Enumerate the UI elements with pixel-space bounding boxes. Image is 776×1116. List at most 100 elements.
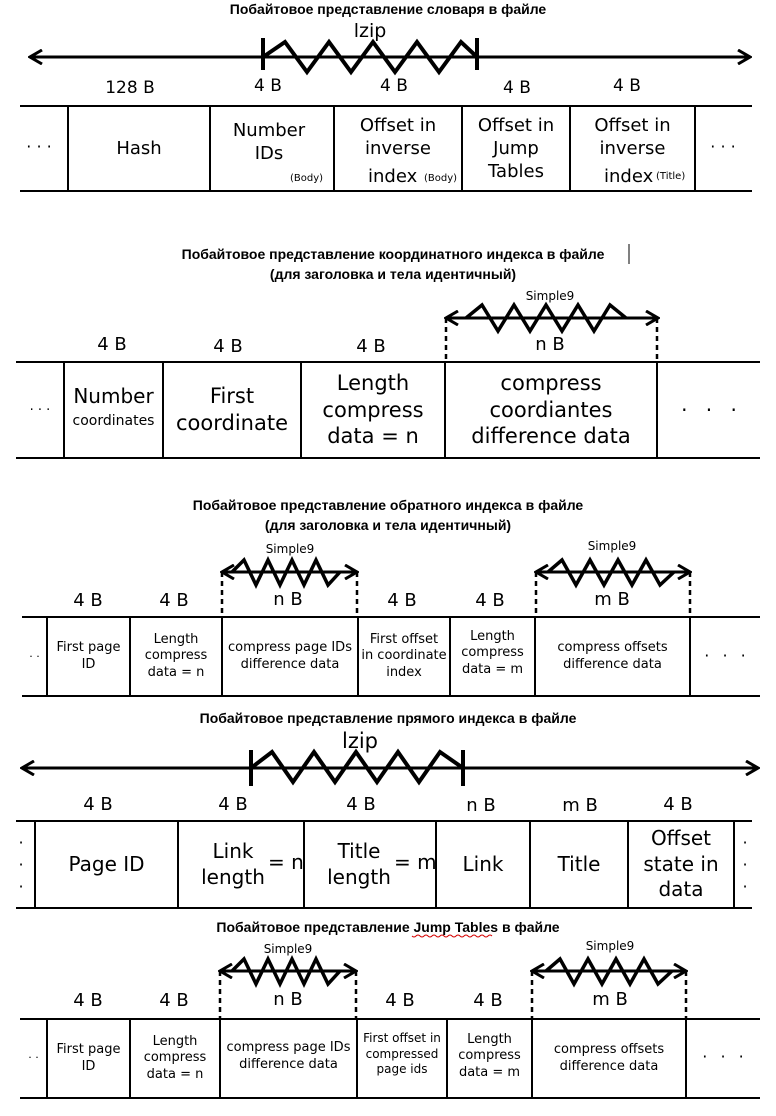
s3-title-line2: (для заголовка и тела идентичный) [264,517,512,533]
s4-table [16,820,752,909]
s3-ellipsis-left: · · [29,649,40,663]
s2-size-length-compress: 4 B [356,336,386,357]
s5-size-length-m: 4 B [473,990,503,1011]
s3-size-first-page-id: 4 B [73,590,103,611]
s2-size-number-coords: 4 B [97,334,127,355]
s4-vdots-right: · · · [738,835,752,895]
s2-cell-number-coords-1: Number [73,384,154,408]
s5-cell-length-n: Length compress data = n [143,1033,207,1082]
s1-cell-number-ids-note: (Body) [290,173,324,184]
s1-ellipsis-left: · · · [26,136,52,156]
s5-simple9-arrow-1 [220,954,356,1019]
s4-size-offset-state: 4 B [663,794,693,815]
s5-size-length-n: 4 B [159,990,189,1011]
s1-lzip-label: lzip [353,20,387,42]
s4-vdot: · [18,833,24,852]
s4-size-link: n B [466,795,496,816]
s1-cell-hash: Hash [116,137,162,159]
s4-cell-link: Link [462,851,504,876]
s4-size-page-id: 4 B [83,794,113,815]
s2-simple9-arrow [446,301,658,362]
s2-ellipsis-left: · · · [29,402,51,418]
s1-table [20,105,752,192]
s5-table [20,1018,760,1099]
s4-lzip-label: lzip [341,729,379,753]
s5-simple9-label-2: Simple9 [585,939,635,953]
s3-size-first-offset: 4 B [387,590,417,611]
s1-cell-offset-inverse-body-note: (Body) [424,173,458,184]
s2-size-first-coordinate: 4 B [213,336,243,357]
s1-cell-offset-jump: Offset in Jump Tables [477,114,555,183]
s4-cell-page-id: Page ID [68,851,145,876]
s5-size-first-page-id: 4 B [73,990,103,1011]
s4-cell-offset-state: Offset state in data [643,826,719,902]
s2-cell-number-coords-2: coordinates [72,413,155,429]
s1-cell-offset-inverse-title: Offset in inverse [594,114,671,159]
s5-title: Побайтовое представление Jump Tables в ф… [216,919,560,935]
s3-cell-length-m: Length compress data = m [461,628,524,677]
s3-title-line1: Побайтовое представление обратного индек… [192,497,584,513]
s3-size-length-m: 4 B [475,590,505,611]
s2-size-compress-coords: n B [535,334,565,355]
s4-vdot: · [742,855,748,874]
s3-cell-length-n: Length compress data = n [144,631,208,680]
s3-cell-first-offset: First offset in coordinate index [361,631,447,680]
s5-size-compress-page-ids: n B [273,989,303,1010]
s2-cell-compress-coords: compress coordiantes difference data [471,370,631,449]
s4-vdot: · [742,877,748,896]
s2-ellipsis-right: · · · [681,398,743,422]
s4-vdots-left: · · · [14,835,28,895]
s2-cell-length-compress: Length compress data = n [322,370,424,449]
s5-size-compress-offsets: m B [592,989,628,1010]
s3-size-compress-page-ids: n B [273,589,303,610]
s4-cell-link-length: Link length [201,838,265,889]
s5-simple9-arrow-2 [532,955,686,1019]
s4-vdot: · [18,877,24,896]
s3-size-length-n: 4 B [159,590,189,611]
s3-cell-first-page-id: First page ID [56,639,121,672]
s5-cell-compress-offsets: compress offsets difference data [553,1041,665,1074]
s5-size-first-offset: 4 B [385,990,415,1011]
s5-spellcheck-underline [411,934,493,938]
s3-simple9-arrow-2 [536,556,690,617]
s4-vdot: · [742,833,748,852]
s1-ellipsis-right: · · · [710,136,736,156]
s2-simple9-label: Simple9 [525,289,575,303]
s3-cell-compress-page-ids: compress page IDs difference data [228,639,352,672]
s4-cell-title: Title [557,851,601,876]
s1-cell-offset-inverse-title-last: index [604,166,654,187]
s1-size-offset-inverse-body: 4 B [380,76,408,96]
s5-ellipsis-right: · · · [702,1046,748,1066]
s1-size-offset-jump: 4 B [503,78,531,98]
s5-cell-compress-page-ids: compress page IDs difference data [226,1039,351,1072]
s1-cell-number-ids: Number IDs [232,119,306,164]
s3-table [22,616,760,697]
s3-cell-compress-offsets: compress offsets difference data [557,639,668,672]
s5-ellipsis-left: · · [28,1050,39,1064]
s4-size-link-length: 4 B [218,794,248,815]
s4-title: Побайтовое представление прямого индекса… [199,710,577,726]
s2-title-line2: (для заголовка и тела идентичный) [269,266,517,282]
s5-cell-length-m: Length compress data = m [458,1031,521,1080]
s1-cell-offset-inverse-title-note: (Title) [656,171,686,182]
s1-size-number-ids: 4 B [254,76,282,96]
s1-cell-offset-inverse-body-last: index [368,166,418,187]
s3-simple9-label-2: Simple9 [587,539,637,553]
s3-simple9-arrow-1 [222,555,357,617]
s1-cell-offset-inverse-body: Offset in inverse [359,114,437,159]
s4-cell-title-eq: = m [394,850,437,874]
s1-title: Побайтовое представление словаря в файле [229,1,547,17]
s1-lzip-arrow [30,38,750,76]
s4-lzip-arrow [22,748,758,786]
s1-size-hash: 128 B [105,78,155,98]
s5-simple9-label-1: Simple9 [263,942,313,956]
s5-cell-first-offset: First offset in compressed page ids [363,1031,441,1077]
s2-title-line1: Побайтовое представление координатного и… [181,246,605,262]
s3-size-compress-offsets: m B [594,589,630,610]
s4-cell-title-length: Title length [327,838,391,889]
s4-cell-link-eq: = n [268,850,304,874]
s3-ellipsis-right: · · · [704,645,750,665]
s2-cell-first-coordinate: First coordinate [175,384,288,435]
